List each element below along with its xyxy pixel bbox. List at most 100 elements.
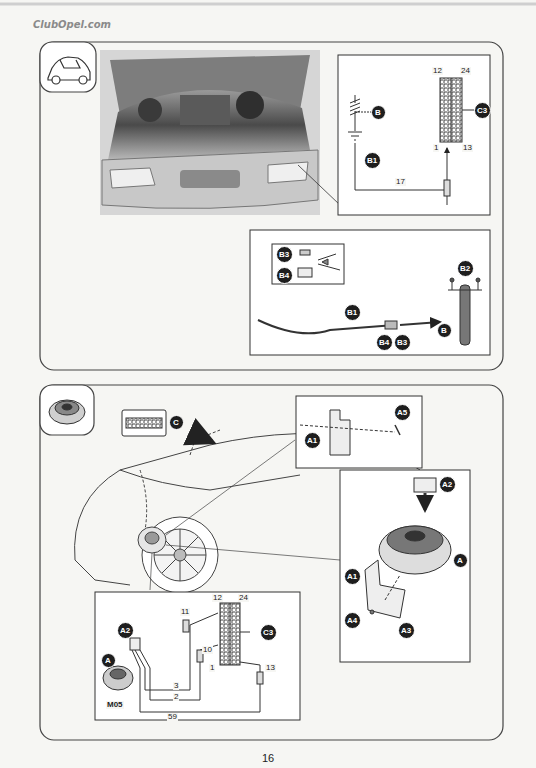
callout-circle: B1 [344, 304, 361, 321]
drawing-stroke [166, 440, 295, 535]
callout-circle: A4 [344, 612, 361, 629]
callout-circle: A2 [439, 476, 456, 493]
drawing-stroke [414, 478, 436, 492]
drawing-stroke [298, 268, 312, 277]
drawing-stroke [298, 165, 340, 205]
drawing-stroke [145, 532, 159, 544]
pin-number: 1 [209, 664, 215, 672]
drawing-stroke [272, 244, 344, 284]
pin-number: M05 [106, 701, 124, 709]
drawing-stroke [190, 432, 212, 442]
top-schematic-inset [338, 55, 490, 215]
drawing-stroke [379, 526, 451, 574]
connector-C-picture [122, 410, 212, 442]
drawing-stroke [424, 493, 427, 510]
drawing-stroke [132, 650, 260, 712]
drawing-stroke [40, 42, 96, 92]
callout-circle: C [169, 415, 184, 430]
callout-letter: A2 [120, 626, 130, 635]
drawing-stroke [138, 527, 166, 553]
callout-circle: A1 [304, 432, 321, 449]
bottom-panel [40, 385, 503, 740]
engine-bay-photo [100, 50, 340, 215]
drawing-stroke [476, 278, 480, 282]
drawing-stroke [183, 620, 189, 632]
drawing-stroke [120, 470, 300, 490]
drawing-stroke [236, 91, 264, 119]
drawing-stroke [400, 322, 440, 325]
bottom-schematic-inset [95, 592, 300, 720]
drawing-stroke [365, 560, 405, 618]
callout-circle: A1 [344, 568, 361, 585]
pin-number: 13 [265, 664, 276, 672]
drawing-stroke [230, 603, 231, 665]
pin-number: 59 [167, 713, 178, 721]
drawing-stroke [258, 320, 395, 333]
pin-number: 3 [173, 682, 179, 690]
drawing-stroke [180, 170, 240, 188]
drawing-stroke [448, 282, 482, 290]
pin-number: 11 [180, 608, 190, 616]
drawing-stroke [135, 613, 218, 690]
callout-circle: C3 [260, 624, 277, 641]
callout-letter: B4 [379, 338, 389, 347]
callout-circle: B2 [457, 260, 474, 277]
drawing-stroke [102, 150, 318, 209]
callout-letter: A [457, 556, 463, 565]
pin-number: 24 [460, 67, 471, 75]
pin-number: 10 [202, 646, 213, 654]
callout-circle: B3 [394, 334, 411, 351]
drawing-stroke [338, 55, 490, 215]
drawing-stroke [40, 385, 94, 435]
drawing-stroke [450, 278, 454, 282]
drawing-stroke [257, 672, 263, 684]
callout-circle: C3 [474, 102, 491, 119]
drawing-stroke [240, 632, 250, 633]
drawing-stroke [330, 410, 350, 455]
pin-number: 12 [212, 594, 223, 602]
callout-circle: A3 [398, 622, 415, 639]
drawing-stroke [296, 396, 422, 468]
pin-number: 13 [462, 144, 473, 152]
drawing-stroke [108, 90, 310, 160]
callout-letter: B [441, 326, 447, 335]
drawing-stroke [268, 162, 308, 183]
drawing-stroke [126, 418, 162, 428]
callout-circle: B [371, 105, 386, 120]
drawing-stroke [95, 592, 300, 720]
drawing-stroke [370, 610, 374, 614]
car-icon [48, 57, 90, 84]
drawing-stroke [190, 430, 220, 455]
drawing-stroke [444, 180, 450, 196]
drawing-stroke [348, 132, 362, 140]
drawing-stroke [460, 285, 470, 345]
callout-letter: A5 [397, 408, 407, 417]
drawing-stroke [0, 3, 536, 6]
top-panel [40, 42, 503, 370]
callout-circle: B3 [276, 246, 293, 263]
callout-letter: A [105, 656, 111, 665]
drawing-stroke [405, 531, 425, 541]
callout-letter: B1 [367, 156, 377, 165]
callout-circle: A [101, 653, 116, 668]
drawing-stroke [166, 545, 340, 560]
drawing-stroke [387, 526, 443, 554]
drawing-stroke [318, 254, 340, 270]
callout-letter: C [173, 418, 179, 427]
drawing-stroke [350, 95, 360, 131]
callout-letter: A1 [347, 572, 357, 581]
drawing-stroke [40, 42, 503, 370]
drawing-stroke [250, 230, 490, 355]
drawing-stroke [395, 425, 400, 435]
callout-circle: B1 [364, 152, 381, 169]
siren-icon [49, 400, 85, 424]
siren-inset [340, 470, 470, 662]
drawing-stroke [55, 401, 79, 415]
top-detail-inset [250, 230, 490, 355]
drawing-stroke [385, 575, 400, 600]
callout-letter: C3 [263, 628, 273, 637]
page-number: 16 [261, 753, 275, 764]
pin-number: 17 [395, 178, 406, 186]
drawing-stroke [122, 410, 166, 436]
